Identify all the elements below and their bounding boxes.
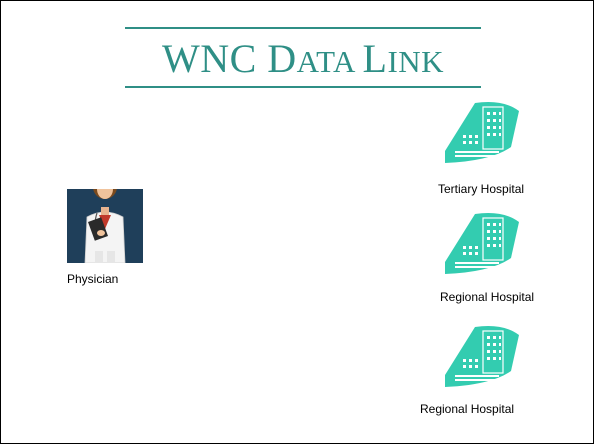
physician-icon: [84, 175, 126, 264]
hospital-icon: [445, 326, 519, 387]
physician-clipart: [67, 175, 143, 264]
hospital-icon: [445, 213, 519, 274]
physician-label: Physician: [67, 272, 119, 286]
title-bottom-rule: [125, 86, 481, 88]
title-top-rule: [125, 27, 481, 29]
title-part-ata: ATA: [296, 44, 363, 79]
title-part-w: WNC: [161, 36, 268, 81]
hospital-icon: [445, 102, 519, 163]
regional-hospital-2-label: Regional Hospital: [420, 402, 515, 416]
title-part-ink: INK: [387, 44, 445, 79]
title-part-d: D: [267, 36, 297, 81]
title-part-l: L: [362, 36, 388, 81]
tertiary-hospital-label: Tertiary Hospital: [438, 182, 525, 196]
slide-title: WNC DATA LINK: [125, 35, 481, 82]
regional-hospital-1-label: Regional Hospital: [440, 290, 535, 304]
